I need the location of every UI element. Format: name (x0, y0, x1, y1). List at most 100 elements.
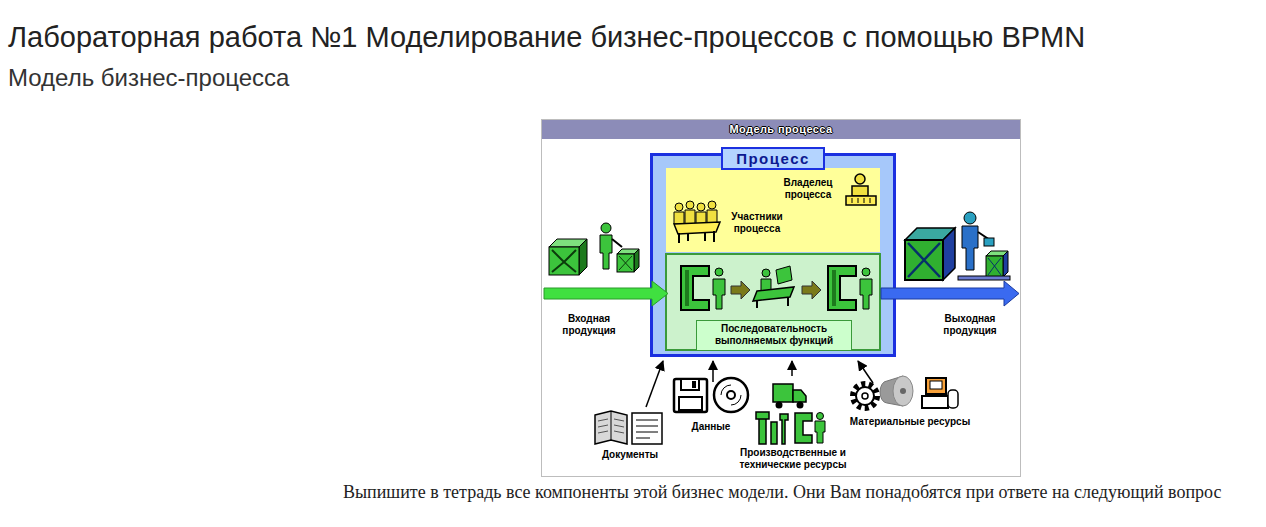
output-product-icon (905, 240, 943, 280)
process-owner-icon (852, 198, 870, 203)
process-owner-icon (852, 186, 868, 196)
participants-illustration (674, 174, 876, 243)
supplier-figure (612, 239, 622, 247)
customer-figure (958, 276, 1010, 280)
supplier-figure (634, 249, 639, 272)
supplier-figure (600, 235, 612, 269)
page-title-holder: Лабораторная работа №1 Моделирование биз… (8, 20, 1085, 54)
subtitle-holder: Модель бизнес-процесса (8, 64, 608, 92)
supplier-figure (601, 223, 611, 233)
input-label-holder: Входная продукция (552, 313, 626, 337)
work-station-icon (828, 266, 856, 310)
customer-figure (962, 226, 978, 270)
input-product-icon (579, 239, 587, 275)
truck-icon (797, 402, 804, 409)
tools-icon (759, 418, 766, 444)
output-product-icon (908, 243, 940, 277)
subtitle: Модель бизнес-процесса (8, 64, 608, 92)
participants-icon (686, 201, 694, 209)
equipment-icon (922, 378, 958, 408)
documents-label: Документы (595, 449, 665, 461)
machine-icon (817, 413, 824, 420)
work-station-icon (681, 266, 709, 310)
participants-icon (674, 201, 720, 243)
work-station-icon (862, 268, 870, 276)
input-product-icon (549, 247, 579, 275)
process-illustration (544, 254, 1019, 407)
customer-figure (988, 258, 1001, 275)
process-heading-holder: Процесс (721, 147, 825, 170)
output-label-holder: Выходная продукция (931, 313, 1009, 337)
documents-icon (595, 411, 627, 444)
customer-figure (984, 238, 994, 246)
cylinder-icon (900, 388, 906, 394)
customer-figure (964, 212, 976, 224)
truck-icon (793, 390, 806, 402)
customer-figure (986, 256, 1003, 277)
truck-icon (773, 384, 793, 402)
customer-figure (958, 212, 1010, 280)
input-product-icon (549, 239, 587, 275)
participants-label-holder: Участники процесса (721, 211, 793, 235)
process-heading: Процесс (736, 150, 810, 167)
worker-at-desk-icon (776, 266, 792, 284)
cd-disk-icon (727, 391, 735, 399)
gear-icon (862, 393, 868, 399)
page-title: Лабораторная работа №1 Моделирование биз… (8, 20, 1085, 54)
gear-icon (853, 384, 877, 408)
gear-icon (856, 387, 874, 405)
function-area (666, 254, 880, 350)
equipment-icon (922, 396, 948, 408)
floppy-disk-icon (681, 379, 699, 390)
floppy-disk-icon (674, 379, 707, 412)
participants-icon (708, 201, 716, 209)
customer-figure (1003, 251, 1008, 277)
floppy-disk-icon (674, 379, 707, 412)
documents-icon (636, 420, 658, 438)
process-owner-icon (846, 196, 876, 205)
cd-disk-icon (714, 378, 748, 412)
work-station-icon (681, 266, 725, 310)
documents-icon (632, 413, 662, 444)
tools-icon (756, 412, 769, 419)
material-label: Материальные ресурсы (844, 416, 976, 428)
resource-arrow (858, 361, 873, 383)
truck-icon (776, 402, 783, 409)
participants-band: Владелец процессаУчастники процесса (666, 168, 880, 252)
machine-icon (795, 413, 812, 443)
work-station-icon (685, 270, 689, 306)
resource-arrow (646, 361, 873, 407)
tools-icon (771, 422, 777, 444)
documents-label-holder: Документы (595, 449, 665, 461)
supplier-figure (619, 256, 632, 270)
tools-icon (756, 412, 788, 444)
process-owner-icon (855, 174, 865, 184)
work-station-icon (828, 266, 872, 310)
equipment-icon (926, 378, 946, 394)
resource-arrow (712, 361, 714, 382)
participants-icon (697, 203, 705, 211)
cd-disk-icon (714, 378, 748, 412)
owner-label: Владелец процесса (776, 177, 840, 201)
output-label: Выходная продукция (931, 313, 1009, 337)
process-owner-icon (846, 174, 876, 205)
worker-at-desk-icon (762, 269, 770, 277)
participants-icon (679, 231, 714, 243)
work-station-icon (860, 279, 872, 309)
data-label-holder: Данные (684, 421, 738, 433)
output-product-icon (943, 228, 955, 280)
resources-label: Производственные и технические ресурсы (728, 447, 858, 471)
documents-icon (611, 411, 612, 440)
equipment-icon (930, 381, 942, 389)
machine-icon (795, 413, 825, 444)
data-label: Данные (684, 421, 738, 433)
cd-disk-icon (721, 385, 741, 405)
material-label-holder: Материальные ресурсы (844, 416, 976, 428)
participants-illustration (666, 168, 880, 252)
output-arrow (881, 281, 1019, 306)
input-product-icon (552, 250, 576, 272)
output-product-icon (905, 228, 955, 280)
flow-arrow (802, 281, 821, 299)
supplier-figure (617, 254, 634, 272)
